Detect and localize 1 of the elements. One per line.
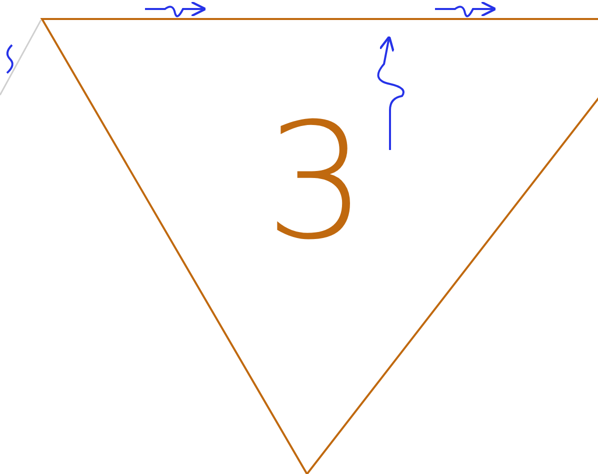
number-label: 3 xyxy=(265,102,367,262)
